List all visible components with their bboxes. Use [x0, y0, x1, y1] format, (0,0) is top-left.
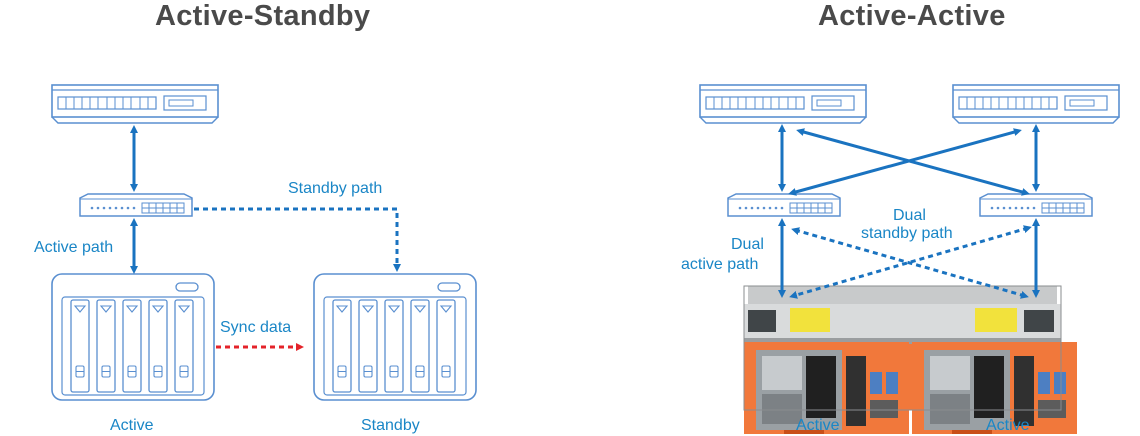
switch-icon-right	[979, 193, 1093, 217]
label-standby: Standby	[361, 417, 420, 434]
label-active-r2: Active	[986, 417, 1030, 434]
title-active-standby: Active-Standby	[155, 0, 371, 32]
label-active: Active	[110, 417, 154, 434]
storage-enclosure-icon	[743, 285, 1077, 434]
switch-icon-left	[727, 193, 841, 217]
server-icon-right	[952, 84, 1120, 124]
label-sync-data: Sync data	[220, 319, 292, 336]
label-active-path: Active path	[34, 239, 114, 256]
title-active-active: Active-Active	[818, 0, 1006, 32]
label-dual-active-1: Dual	[731, 236, 764, 253]
label-dual-standby-1: Dual	[893, 207, 926, 224]
switch-icon	[79, 193, 193, 217]
server-icon-left	[699, 84, 867, 124]
label-standby-path: Standby path	[288, 180, 383, 197]
label-dual-active-2: active path	[681, 256, 759, 273]
label-active-r1: Active	[796, 417, 840, 434]
nas-active-icon	[52, 274, 214, 400]
nas-standby-icon	[314, 274, 476, 400]
label-dual-standby-2: standby path	[861, 225, 953, 242]
server-icon	[51, 84, 219, 124]
